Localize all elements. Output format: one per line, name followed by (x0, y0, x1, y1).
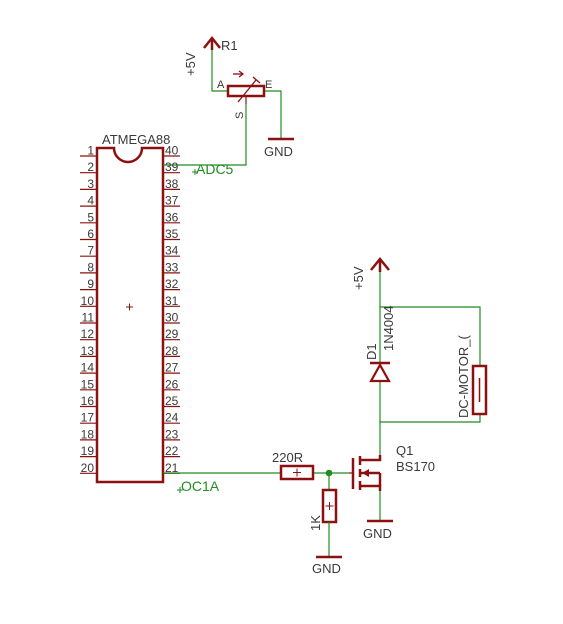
motor-drain-wire (379, 414, 481, 455)
pot-body (226, 84, 266, 98)
ic-pin-number: 27 (165, 361, 179, 375)
ic-pin-number: 17 (81, 411, 95, 425)
diode-ref-label: D1 (364, 343, 379, 360)
dc-motor[interactable] (471, 364, 488, 416)
mosfet-arrow (362, 469, 369, 477)
diode-value-label: 1N4004 (381, 305, 396, 351)
net-label-adc5: ADC5 (192, 161, 234, 177)
ic-pin-number: 14 (81, 361, 95, 375)
wires (163, 50, 481, 520)
diode-triangle (369, 362, 391, 383)
ic-pin-number: 7 (87, 244, 94, 258)
ic-pin-number: 23 (165, 427, 179, 441)
pot-ground-label: GND (264, 144, 293, 159)
junction-dot (325, 469, 333, 477)
ic-pin-number: 20 (81, 461, 95, 475)
pot-trim-cap (252, 76, 261, 84)
ic-pin-number: 2 (87, 160, 94, 174)
ic-pin-number: 21 (165, 461, 179, 475)
ic-pin-number: 40 (165, 144, 179, 158)
pot-pin-a: A (217, 79, 225, 91)
motor-supply-label: +5V (351, 266, 366, 290)
ic-atmega88[interactable] (80, 146, 180, 484)
ic-pin-number: 32 (165, 277, 179, 291)
potentiometer-r1[interactable] (226, 70, 266, 104)
pulldown-ground-label: GND (312, 561, 341, 576)
resistor-1k[interactable] (321, 488, 338, 556)
ic-pin-number: 19 (81, 444, 95, 458)
ic-pin-number: 12 (81, 327, 95, 341)
ic-pin-number: 16 (81, 394, 95, 408)
resistor-220r[interactable] (279, 464, 315, 481)
ic-pin-number: 1 (87, 144, 94, 158)
pot-pin-e: E (265, 79, 272, 91)
ic-pin-number: 36 (165, 210, 179, 224)
ic-pin-number: 22 (165, 444, 179, 458)
ic-left-pin-lines (80, 155, 97, 474)
supply-symbol-motor (370, 257, 390, 272)
mosfet-ref-label: Q1 (396, 443, 413, 458)
ic-pin-number: 9 (87, 277, 94, 291)
adc5-label: ADC5 (196, 161, 234, 177)
adc5-wire (163, 104, 247, 166)
ic-right-pin-lines (163, 155, 180, 474)
ic-pin-number: 18 (81, 427, 95, 441)
mosfet-ground-label: GND (363, 526, 392, 541)
ic-pin-number: 6 (87, 227, 94, 241)
pot-ref-label: R1 (221, 38, 238, 53)
ic-pin-number: 33 (165, 260, 179, 274)
resistor-220r-label: 220R (272, 450, 303, 465)
ic-body (95, 146, 165, 484)
ic-pin-number: 8 (87, 260, 94, 274)
ic-name-label: ATMEGA88 (102, 132, 170, 147)
ic-pin-number: 3 (87, 177, 94, 191)
oc1a-label: OC1A (181, 478, 220, 494)
ic-pin-number: 26 (165, 377, 179, 391)
pot-arrow-head (238, 70, 245, 78)
resistor-1k-label: 1K (308, 515, 323, 531)
ic-pin-number: 30 (165, 311, 179, 325)
pot-supply-label: +5V (183, 52, 198, 76)
pot-trim-slash (237, 79, 257, 103)
ic-pin-number: 10 (81, 294, 95, 308)
ic-pin-number: 39 (165, 160, 179, 174)
ic-pin-number: 38 (165, 177, 179, 191)
net-label-oc1a: OC1A (177, 478, 220, 494)
resistor-220r-body (279, 464, 315, 481)
motor-body (471, 364, 488, 416)
pot-ground-wire (264, 90, 282, 138)
ic-pin-number: 25 (165, 394, 179, 408)
ic-pin-number: 13 (81, 344, 95, 358)
motor-supply-wire (379, 262, 481, 366)
mosfet-q1[interactable] (349, 455, 382, 491)
ic-pin-number: 31 (165, 294, 179, 308)
ic-pin-number: 35 (165, 227, 179, 241)
ic-pin-number: 34 (165, 244, 179, 258)
ic-pin-number: 24 (165, 411, 179, 425)
ic-pin-number: 28 (165, 344, 179, 358)
ic-pin-number: 4 (87, 194, 94, 208)
ic-pin-number: 37 (165, 194, 179, 208)
ic-pin-number: 11 (82, 311, 95, 325)
ic-pin-number: 5 (87, 210, 94, 224)
pot-supply-wire (211, 50, 228, 92)
diode-d1[interactable] (369, 361, 391, 383)
supply-symbol-pot (203, 35, 221, 50)
ic-pin-number: 15 (81, 377, 95, 391)
mosfet-value-label: BS170 (396, 459, 435, 474)
motor-label: DC-MOTOR_( (456, 335, 471, 418)
pot-pin-s: S (234, 112, 246, 119)
ic-pin-number: 29 (165, 327, 179, 341)
